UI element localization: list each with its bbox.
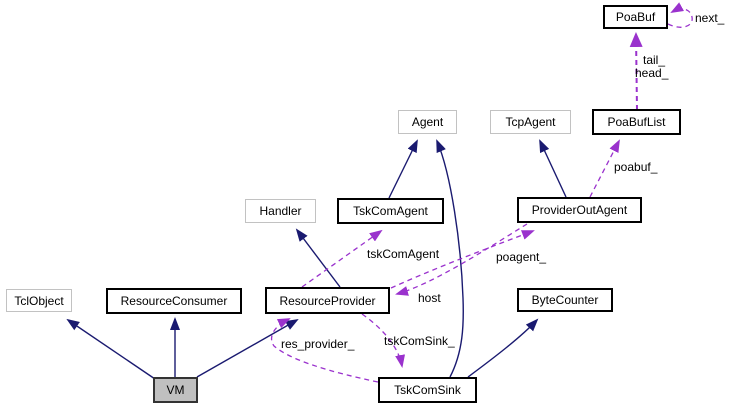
edge-provideroutagent-poabuflist-poabuf <box>589 139 620 198</box>
class-node-agent[interactable]: Agent <box>398 110 457 134</box>
edge-label-tskcomagent: tskComAgent <box>367 247 440 261</box>
edge-tskcomsink-resourceprovider-resprovider <box>270 318 379 383</box>
edge-tskcomsink-agent <box>436 139 464 378</box>
class-node-bytecounter[interactable]: ByteCounter <box>517 288 613 312</box>
edge-vm-tclobject <box>66 318 156 380</box>
class-node-tclobject[interactable]: TclObject <box>6 289 72 312</box>
class-node-resourceconsumer[interactable]: ResourceConsumer <box>106 288 242 314</box>
edge-label-poagent: poagent_ <box>496 250 547 264</box>
class-node-provideroutagent[interactable]: ProviderOutAgent <box>517 197 642 223</box>
edge-tskcomsink-bytecounter <box>467 318 539 378</box>
class-node-vm: VM <box>153 377 198 403</box>
edge-vm-resourceprovider <box>196 319 299 378</box>
class-node-poabuflist[interactable]: PoaBufList <box>592 109 681 135</box>
edge-label-next: next_ <box>695 11 725 25</box>
class-node-resourceprovider[interactable]: ResourceProvider <box>265 287 390 314</box>
class-node-tcpagent[interactable]: TcpAgent <box>490 110 571 134</box>
edge-resourceprovider-tskcomsink <box>361 313 406 368</box>
edge-provideroutagent-tcpagent <box>539 139 567 198</box>
edge-label-tail: tail_ <box>643 53 666 67</box>
edge-resourceprovider-tskcomagent <box>301 229 383 288</box>
edge-poabuf-self-next <box>667 2 693 28</box>
edge-resourceprovider-handler <box>295 228 341 288</box>
edge-label-poabuf: poabuf_ <box>614 160 658 174</box>
edge-resourceprovider-provideroutagent-poagent <box>390 230 535 289</box>
edge-label-host: host <box>418 291 441 305</box>
class-node-poabuf[interactable]: PoaBuf <box>603 5 668 29</box>
edge-label-res-provider: res_provider_ <box>281 337 355 351</box>
edge-poabuflist-poabuf-tail-head <box>629 32 643 111</box>
class-node-tskcomagent[interactable]: TskComAgent <box>337 198 444 224</box>
class-node-handler[interactable]: Handler <box>245 199 316 223</box>
edge-label-tskcomsink: tskComSink_ <box>384 334 455 348</box>
edge-tskcomagent-agent <box>388 139 418 199</box>
class-node-tskcomsink[interactable]: TskComSink <box>378 377 477 403</box>
edge-label-head: head_ <box>635 66 669 80</box>
edge-provideroutagent-resourceprovider-host <box>395 223 528 296</box>
